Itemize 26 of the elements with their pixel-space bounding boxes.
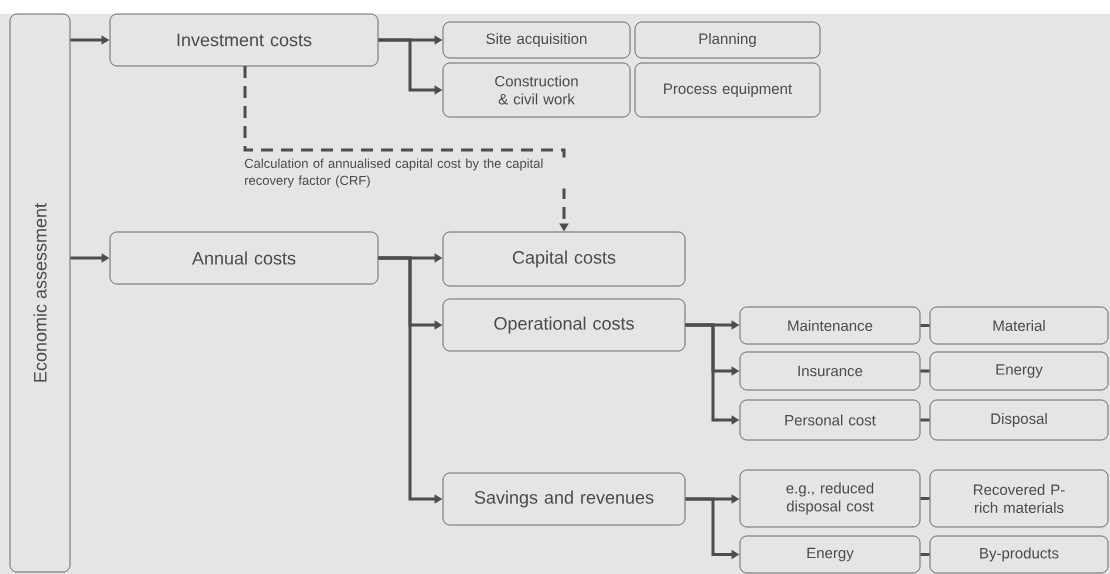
process-box: Annual costs bbox=[109, 231, 379, 285]
connector-line bbox=[920, 497, 930, 500]
process-box: Planning bbox=[634, 21, 821, 59]
connector-line bbox=[920, 553, 930, 556]
connector-line bbox=[920, 324, 930, 327]
process-box: Insurance bbox=[739, 351, 921, 391]
process-box: Investment costs bbox=[109, 13, 379, 67]
process-box: Energy bbox=[929, 351, 1109, 391]
process-box: Personal cost bbox=[739, 399, 921, 441]
process-box: Material bbox=[929, 306, 1109, 345]
process-box: Site acquisition bbox=[442, 21, 631, 59]
process-box: Process equipment bbox=[634, 62, 821, 118]
edge-label: Calculation of annualised capital cost by the capital recovery factor (CRF) bbox=[243, 157, 576, 189]
process-box: Energy bbox=[739, 535, 921, 574]
process-box: Maintenance bbox=[739, 306, 921, 345]
side-bar: Economic assessment bbox=[9, 13, 71, 573]
process-box: Recovered P-rich materials bbox=[929, 469, 1109, 528]
connector-line bbox=[920, 369, 930, 373]
process-box: Operational costs bbox=[442, 298, 686, 352]
process-box: Savings and revenues bbox=[442, 472, 686, 526]
process-box: Disposal bbox=[929, 399, 1109, 441]
connector-line bbox=[920, 418, 930, 422]
process-box: e.g., reduced disposal cost bbox=[739, 469, 921, 528]
process-box: By-products bbox=[929, 535, 1109, 574]
process-box: Capital costs bbox=[442, 231, 686, 287]
process-box: Construction & civil work bbox=[442, 62, 631, 118]
